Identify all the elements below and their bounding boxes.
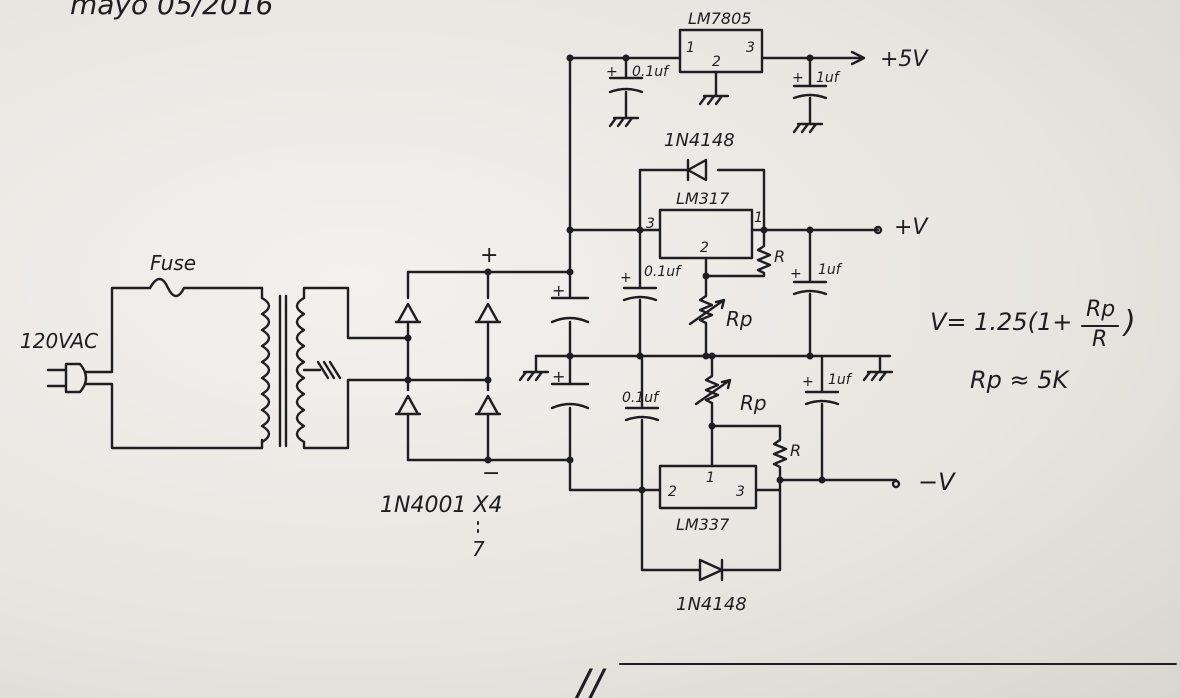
rectifier-range-label: 7 xyxy=(472,537,485,561)
lm317-pin3: 3 xyxy=(646,216,655,232)
formula-denominator: R xyxy=(1092,327,1107,352)
fuse-label: Fuse xyxy=(150,251,196,275)
formula-numerator: Rp xyxy=(1086,297,1115,322)
lm317-cin-label: 0.1uf xyxy=(644,264,682,280)
bulk-cap1-plus: + xyxy=(552,281,565,300)
lm317-pot-label: Rp xyxy=(726,307,753,331)
footer-mark: // xyxy=(573,662,607,698)
lm7805-pin2: 2 xyxy=(712,54,721,70)
lm337-cin-label: 0.1uf xyxy=(622,390,660,406)
main-rails xyxy=(518,54,892,492)
rectifier-minus-label: − xyxy=(482,461,500,486)
bridge-rectifier xyxy=(394,268,572,464)
rectifier-plus-label: + xyxy=(480,243,498,268)
lm337-diode-label: 1N4148 xyxy=(676,594,747,615)
bulk-cap2-plus: + xyxy=(552,367,565,386)
lm317-pin1: 1 xyxy=(754,210,763,226)
lm317-label: LM317 xyxy=(676,189,730,208)
lm317-cin-plus: + xyxy=(620,270,632,286)
lm7805-pin1: 1 xyxy=(686,40,695,56)
lm7805-regulator xyxy=(608,28,866,134)
lm7805-cout-label: 1uf xyxy=(816,70,841,86)
lm337-pin3: 3 xyxy=(736,484,745,500)
lm337-regulator xyxy=(624,352,901,582)
lm337-pin2: 2 xyxy=(668,484,677,500)
lm7805-cin-label: 0.1uf xyxy=(632,64,670,80)
lm317-resistor-label: R xyxy=(774,247,785,266)
output-5v-label: +5V xyxy=(880,47,929,72)
lm317-cout-label: 1uf xyxy=(818,262,843,278)
transformer-icon xyxy=(260,286,410,450)
lm337-label: LM337 xyxy=(676,515,730,534)
date-label: mayo 05/2016 xyxy=(70,0,273,21)
lm337-cout-label: 1uf xyxy=(828,372,853,388)
voltage-formula: V= 1.25(1+ Rp R ) Rp ≈ 5K xyxy=(930,297,1136,394)
lm317-cout-plus: + xyxy=(790,266,802,282)
output-neg-label: −V xyxy=(918,468,956,496)
lm7805-cin-plus: + xyxy=(606,64,618,80)
formula-approx: Rp ≈ 5K xyxy=(970,366,1071,394)
ac-plug-icon xyxy=(46,286,264,450)
lm7805-pin3: 3 xyxy=(746,40,755,56)
lm317-pin2: 2 xyxy=(700,240,709,256)
lm337-cout-plus: + xyxy=(802,374,814,390)
lm337-pin1: 1 xyxy=(706,470,715,486)
fuse-icon xyxy=(148,277,264,298)
lm7805-label: LM7805 xyxy=(688,9,751,28)
lm337-resistor-label: R xyxy=(790,441,801,460)
input-voltage-label: 120VAC xyxy=(20,329,98,353)
lm7805-cout-plus: + xyxy=(792,70,804,86)
formula-lhs: V= 1.25(1+ xyxy=(930,308,1072,336)
lm317-diode-label: 1N4148 xyxy=(664,130,735,151)
output-pos-label: +V xyxy=(894,215,929,240)
lm317-regulator xyxy=(622,158,883,360)
formula-close: ) xyxy=(1122,305,1136,340)
lm337-pot-label: Rp xyxy=(740,391,767,415)
rectifier-diode-label: 1N4001 X4 xyxy=(380,493,503,518)
